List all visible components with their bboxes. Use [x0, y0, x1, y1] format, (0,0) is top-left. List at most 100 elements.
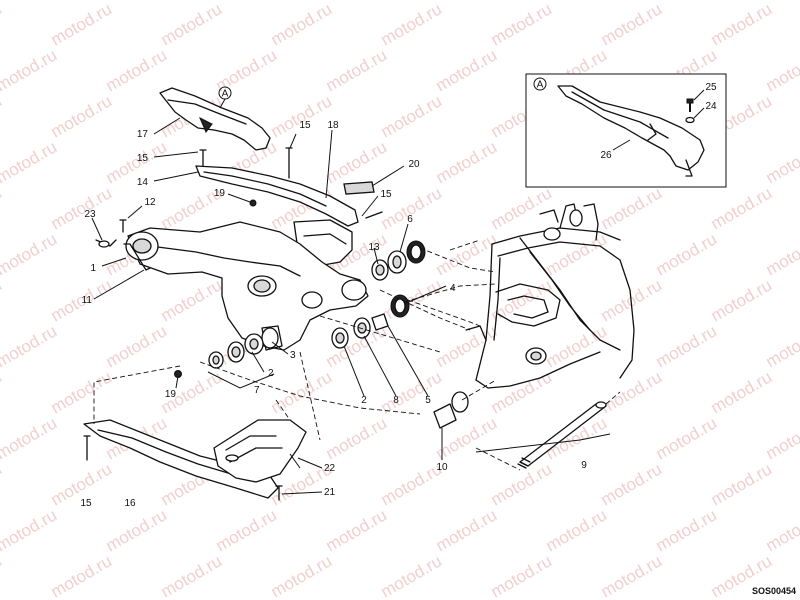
watermark-text: motod.ru: [0, 137, 60, 187]
leader-lines: [91, 117, 611, 495]
watermark-text: motod.ru: [653, 229, 721, 279]
watermark-text: motod.ru: [0, 0, 60, 3]
assembly-guides: [93, 239, 621, 471]
watermark-text: motod.ru: [763, 137, 800, 187]
leader-24: [693, 107, 705, 119]
frame-section: [465, 203, 635, 389]
watermark-text: motod.ru: [708, 183, 776, 233]
watermark-text: motod.ru: [213, 0, 281, 3]
watermark-text: motod.ru: [653, 0, 721, 3]
watermark-text: motod.ru: [268, 551, 336, 600]
callout-24: 24: [705, 101, 717, 112]
watermark-text: motod.ru: [433, 45, 501, 95]
callout-3: 3: [290, 350, 296, 361]
group-bracket-7: [207, 371, 275, 389]
watermark-text: motod.ru: [0, 91, 5, 141]
skid-plate-ribs: [225, 435, 283, 463]
callout-labels: 17 15 14 15 18 20 15 19 12 23 1 11 6 13 …: [80, 82, 717, 509]
callout-7: 7: [254, 385, 260, 396]
callout-2: 2: [268, 368, 274, 379]
bushing-row-upper: [371, 240, 426, 281]
watermark-text: motod.ru: [488, 0, 556, 49]
watermark-text: motod.ru: [268, 367, 336, 417]
watermark-text: motod.ru: [763, 321, 800, 371]
chain-guard-detail: [557, 85, 705, 171]
callout-10: 10: [436, 462, 448, 473]
chain-adjuster-nut: [98, 240, 110, 248]
callout-1: 1: [90, 263, 96, 274]
watermark-text: motod.ru: [48, 91, 116, 141]
callout-26: 26: [600, 150, 612, 161]
callout-15: 15: [380, 189, 392, 200]
watermark-text: motod.ru: [0, 551, 5, 600]
inset-detail-a: A: [525, 73, 727, 188]
callout-16: 16: [124, 498, 136, 509]
watermark-text: motod.ru: [268, 0, 336, 49]
chain-guard-slot: [199, 116, 213, 133]
watermark-text: motod.ru: [323, 137, 391, 187]
chain-guard-tab: [647, 123, 657, 141]
watermark-text: motod.ru: [48, 551, 116, 600]
callout-25: 25: [705, 82, 717, 93]
callout-8: 8: [393, 395, 399, 406]
callout-19: 19: [214, 188, 226, 199]
mounting-strip-edge: [203, 171, 327, 207]
callout-17: 17: [137, 129, 149, 140]
watermark-text: motod.ru: [598, 551, 666, 600]
watermark-text: motod.ru: [378, 459, 446, 509]
watermark-text: motod.ru: [0, 0, 5, 49]
watermark-text: motod.ru: [598, 459, 666, 509]
screw-head: [686, 98, 694, 104]
callout-13: 13: [368, 242, 380, 253]
watermark-text: motod.ru: [708, 275, 776, 325]
pivot-bushings: [174, 240, 469, 429]
chain-guard-hook: [685, 159, 693, 177]
watermark-text: motod.ru: [268, 91, 336, 141]
screw: [199, 149, 207, 167]
watermark-text: motod.ru: [433, 137, 501, 187]
watermark-text: motod.ru: [378, 551, 446, 600]
watermark-text: motod.ru: [378, 367, 446, 417]
pivot-sleeve: [433, 403, 457, 429]
adjuster-bolt: [119, 219, 127, 233]
callout-15: 15: [80, 498, 92, 509]
watermark-text: motod.ru: [48, 367, 116, 417]
watermark-text: motod.ru: [323, 505, 391, 555]
watermark-text: motod.ru: [543, 0, 611, 3]
callout-14: 14: [137, 177, 149, 188]
watermark-text: motod.ru: [158, 275, 226, 325]
lower-chain-guard-edge: [97, 429, 239, 477]
watermark-text: motod.ru: [708, 0, 776, 49]
upper-chain-guard: A: [159, 86, 271, 151]
watermark-text: motod.ru: [708, 459, 776, 509]
lower-guards: [83, 419, 307, 501]
watermark-text: motod.ru: [598, 367, 666, 417]
watermark-text: motod.ru: [488, 459, 556, 509]
watermark-text: motod.ru: [488, 367, 556, 417]
callout-11: 11: [82, 295, 93, 306]
watermark-text: motod.ru: [103, 45, 171, 95]
watermark-text: motod.ru: [323, 413, 391, 463]
watermark-text: motod.ru: [103, 0, 171, 3]
watermark-text: motod.ru: [0, 413, 60, 463]
callout-5: 5: [425, 395, 431, 406]
skid-plate: [213, 419, 307, 483]
watermark-text: motod.ru: [0, 275, 5, 325]
watermark-text: motod.ru: [598, 183, 666, 233]
watermark-text: motod.ru: [0, 183, 5, 233]
watermark-text: motod.ru: [708, 367, 776, 417]
watermark-text: motod.ru: [653, 505, 721, 555]
callout-12: 12: [144, 197, 156, 208]
watermark-text: motod.ru: [0, 367, 5, 417]
watermark-text: motod.ru: [0, 229, 60, 279]
watermark-text: motod.ru: [763, 45, 800, 95]
watermark-text: motod.ru: [653, 321, 721, 371]
detail-a-callout-letter: A: [222, 89, 229, 100]
callout-18: 18: [327, 120, 339, 131]
watermark-text: motod.ru: [488, 551, 556, 600]
callout-6: 6: [407, 214, 413, 225]
watermark-text: motod.ru: [158, 0, 226, 49]
watermark-text: motod.ru: [378, 0, 446, 49]
watermark-text: motod.ru: [653, 413, 721, 463]
